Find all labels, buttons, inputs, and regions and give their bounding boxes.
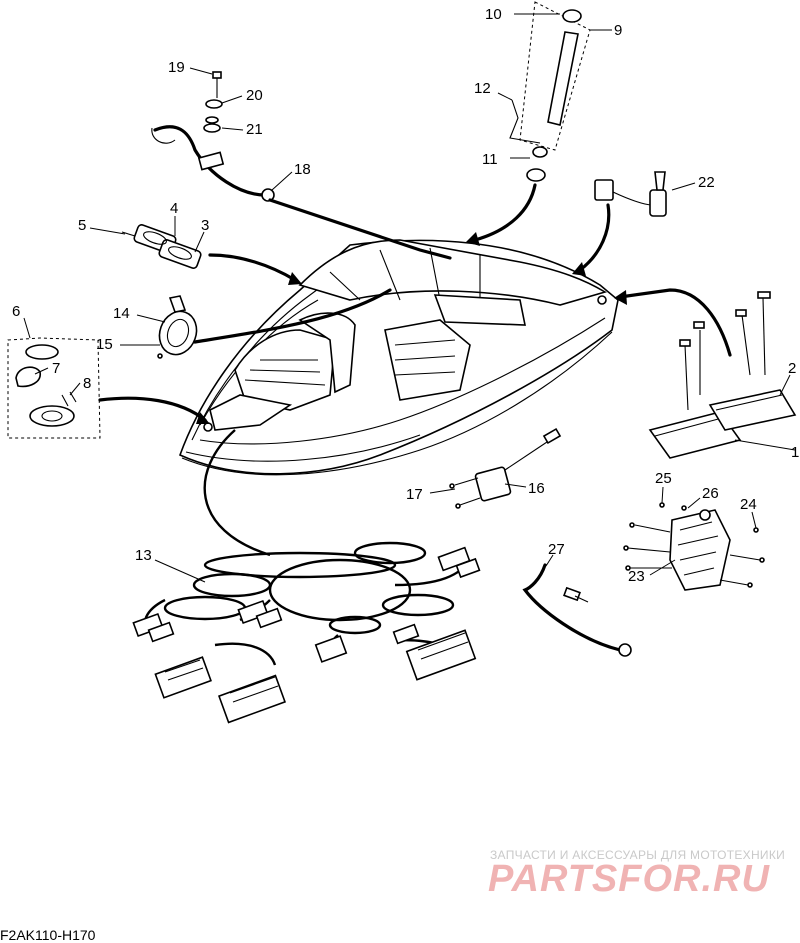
connector-d: [154, 656, 212, 699]
callout-17: 17: [406, 486, 423, 503]
callout-labels: 1 2 3 4 5 6 7 8 9 10 11 12 13 14 15 16 1…: [12, 6, 799, 585]
callout-14: 14: [113, 305, 130, 322]
connector-a: [437, 546, 481, 579]
callout-18: 18: [294, 161, 311, 178]
callout-20: 20: [246, 87, 263, 104]
bolt-19: [212, 71, 222, 98]
switch-assembly-6-7-8: [7, 337, 210, 439]
watermark-tagline: ЗАПЧАСТИ И АКСЕССУАРЫ ДЛЯ МОТОТЕХНИКИ: [490, 848, 786, 862]
callout-23: 23: [628, 568, 645, 585]
cable-18: [151, 125, 452, 260]
callout-10: 10: [485, 6, 502, 23]
callout-24: 24: [740, 496, 757, 513]
callout-26: 26: [702, 485, 719, 502]
callout-15: 15: [96, 336, 113, 353]
washer-20: [205, 99, 223, 109]
relay-16-17: [449, 427, 562, 509]
callout-21: 21: [246, 121, 263, 138]
gauge-14-15: [157, 288, 392, 359]
cable-27: [522, 563, 632, 657]
diagram-code: F2AK110-H170: [0, 927, 96, 943]
connector-e: [217, 674, 287, 724]
callout-22: 22: [698, 174, 715, 191]
callout-7: 7: [52, 360, 60, 377]
connector-f: [314, 635, 348, 663]
callout-12: 12: [474, 80, 491, 97]
connector-c: [132, 612, 175, 643]
callout-19: 19: [168, 59, 185, 76]
callout-16: 16: [528, 480, 545, 497]
callout-27: 27: [548, 541, 565, 558]
watermark-logo: PARTSFOR.RU: [488, 858, 770, 900]
washer-21: [203, 116, 221, 133]
wiring-harness: [132, 429, 481, 724]
battery-box-1-2: [614, 288, 797, 459]
connector-g: [392, 623, 420, 645]
callout-9: 9: [614, 22, 622, 39]
plate-assembly-3-4-5: [121, 224, 302, 285]
callout-6: 6: [12, 303, 20, 320]
callout-25: 25: [655, 470, 672, 487]
callout-2: 2: [788, 360, 796, 377]
callout-3: 3: [201, 217, 209, 234]
module-23-26: [623, 502, 765, 591]
callout-8: 8: [83, 375, 91, 392]
callout-1: 1: [791, 444, 799, 461]
connector-h: [405, 629, 477, 681]
boat-hull: [178, 239, 619, 476]
callout-5: 5: [78, 217, 86, 234]
callout-11: 11: [482, 151, 498, 168]
sensor-22: [572, 171, 667, 276]
filler-hose-9-12: [466, 1, 591, 246]
callout-4: 4: [170, 200, 178, 217]
leader-lines: [23, 13, 796, 583]
callout-13: 13: [135, 547, 152, 564]
connector-b: [237, 599, 283, 629]
